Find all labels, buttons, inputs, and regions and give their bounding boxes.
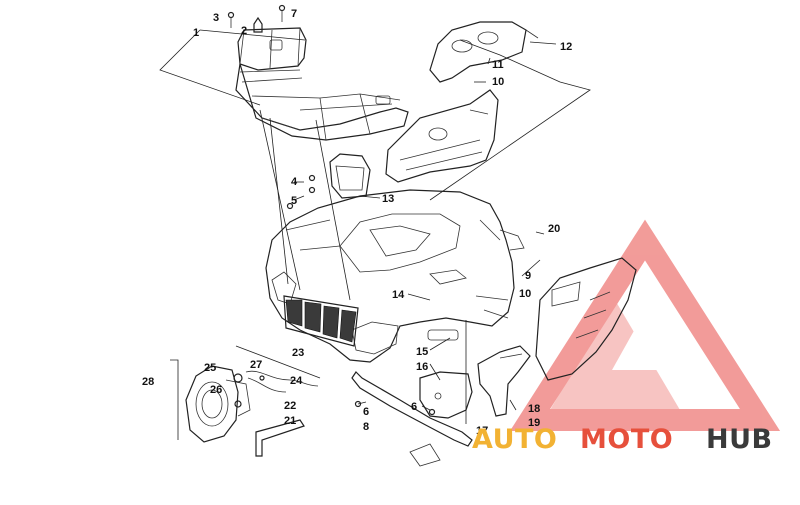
watermark-triangle-inner <box>550 300 680 410</box>
callout-leaders <box>293 41 557 424</box>
watermark-hub: HUB <box>706 424 773 455</box>
callout-18: 18 <box>528 403 540 415</box>
leader-28 <box>170 359 179 440</box>
callout-10a: 10 <box>492 76 504 88</box>
leader-rack-fender-b <box>269 117 289 285</box>
callout-13: 13 <box>382 193 394 205</box>
front-bumper <box>351 371 473 467</box>
callout-27: 27 <box>250 359 262 371</box>
front-fender-body <box>265 189 525 363</box>
callout-6b: 6 <box>411 401 417 413</box>
callout-25: 25 <box>204 362 216 374</box>
callout-7: 7 <box>291 8 297 20</box>
callout-22: 22 <box>284 400 296 412</box>
leader-23 <box>235 345 321 379</box>
fasteners-4-5 <box>286 174 316 210</box>
callout-20: 20 <box>548 223 560 235</box>
callout-3: 3 <box>213 12 219 24</box>
callout-12: 12 <box>560 41 572 53</box>
grille <box>283 295 359 347</box>
watermark-moto: MOTO <box>580 424 673 455</box>
callout-19: 19 <box>528 417 540 429</box>
mud-flap-16 <box>419 371 473 419</box>
watermark-logo <box>509 219 781 431</box>
bracket-18-19 <box>477 345 531 417</box>
callout-10b: 10 <box>519 288 531 300</box>
upper-side-panel <box>385 89 499 183</box>
callout-15: 15 <box>416 346 428 358</box>
headlight-bracket <box>255 419 305 457</box>
callout-1: 1 <box>193 27 199 39</box>
watermark-auto: AUTO <box>472 424 557 455</box>
callout-11: 11 <box>492 59 504 71</box>
bolt-6b <box>428 408 436 416</box>
watermark-triangle-outer <box>509 219 781 431</box>
watermark-wordmark: AUTO MOTO HUB <box>472 424 773 455</box>
leader-1b <box>199 29 306 41</box>
callout-24: 24 <box>290 375 303 387</box>
headlight-assembly <box>185 365 251 443</box>
callout-8: 8 <box>363 421 369 433</box>
callout-28: 28 <box>142 376 154 388</box>
callout-26: 26 <box>210 384 222 396</box>
wiring-harness <box>245 370 319 393</box>
bolt-6a <box>354 400 362 408</box>
rack-hardware <box>227 4 286 33</box>
callout-16: 16 <box>416 361 428 373</box>
callout-2: 2 <box>241 25 247 37</box>
callout-labels: 1 2 3 4 5 6 6 7 8 9 10 10 11 12 13 14 15… <box>142 8 572 437</box>
callout-23: 23 <box>292 347 304 359</box>
callout-6a: 6 <box>363 406 369 418</box>
instrument-pod <box>329 153 371 199</box>
callout-4: 4 <box>291 176 298 188</box>
leader-rack-fender <box>259 109 301 291</box>
callout-9: 9 <box>525 270 531 282</box>
leader-rack-fender-c <box>315 119 351 301</box>
callout-21: 21 <box>284 415 296 427</box>
leader-11 <box>429 39 591 201</box>
right-side-panel <box>535 257 637 381</box>
front-rack <box>235 27 409 141</box>
callout-5: 5 <box>291 195 297 207</box>
leader-1 <box>159 29 261 106</box>
top-console-cover <box>429 21 539 83</box>
callout-17: 17 <box>476 425 488 437</box>
watermark-triangle-cut <box>612 320 668 370</box>
callout-14: 14 <box>392 289 405 301</box>
